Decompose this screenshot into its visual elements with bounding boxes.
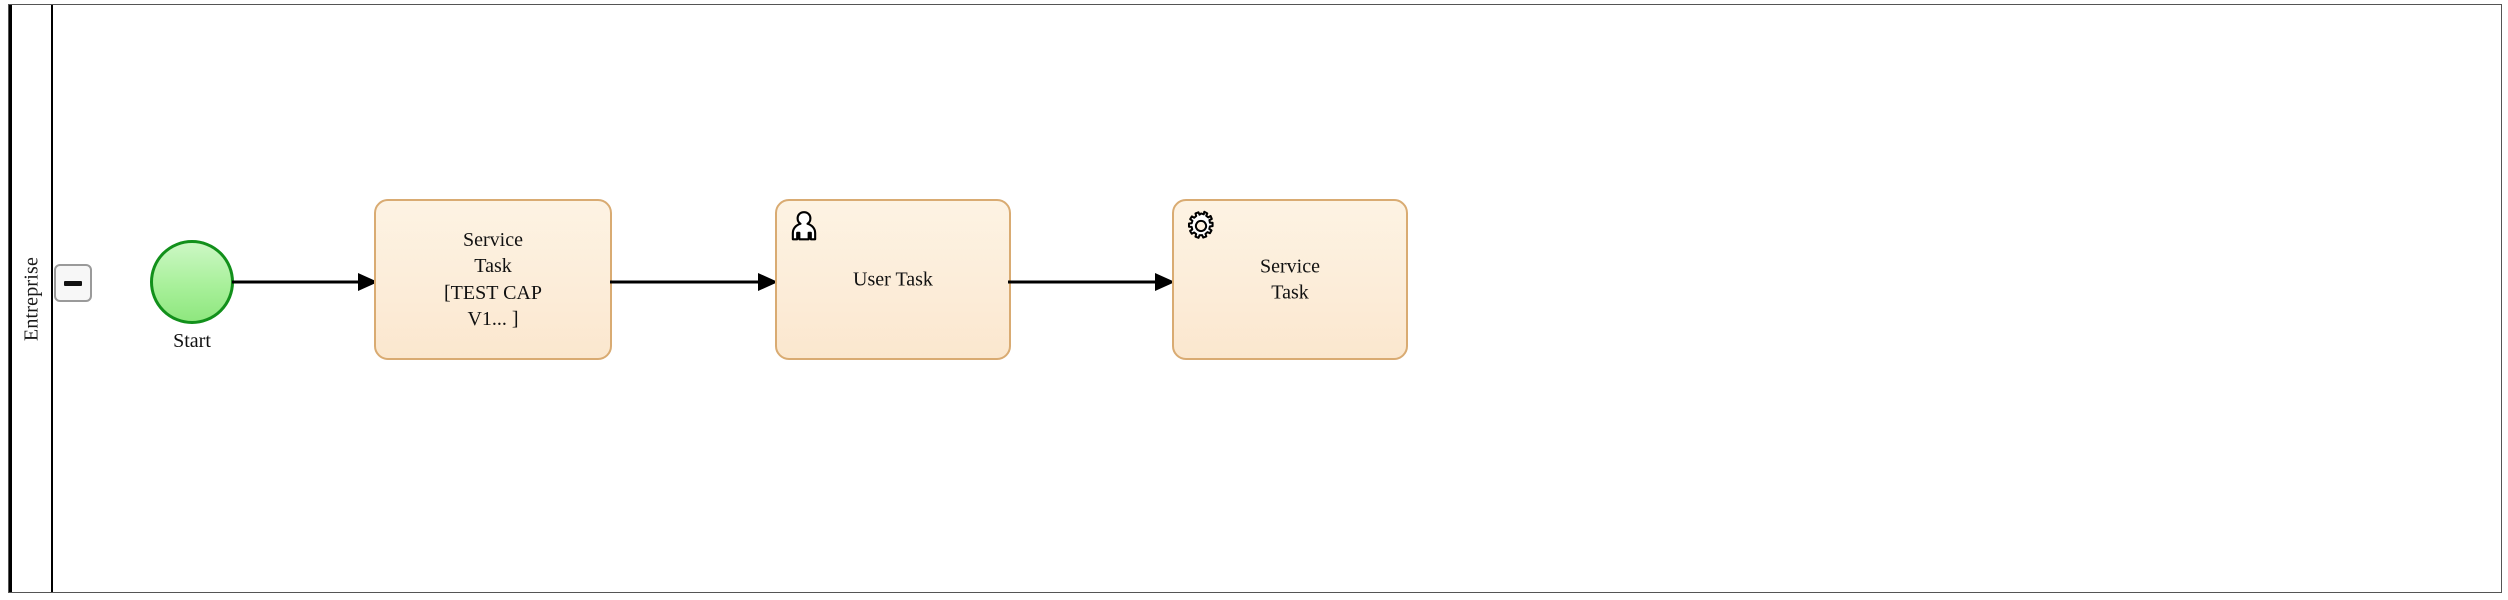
minus-icon [64,280,82,286]
task-label: Service Task [TEST CAP V1... ] [444,228,542,331]
start-event[interactable] [150,240,234,324]
gear-icon [1187,210,1214,239]
lane-header: Entreprise [9,5,53,592]
task-service-test-cap[interactable]: Service Task [TEST CAP V1... ] [374,199,612,360]
task-label: Service Task [1260,254,1320,304]
lane-collapse-button[interactable] [54,264,92,302]
start-event-label: Start [173,330,211,352]
lane-label: Entreprise [20,256,42,341]
task-service[interactable]: Service Task [1172,199,1408,360]
task-user[interactable]: User Task [775,199,1011,360]
task-label: User Task [853,268,933,291]
user-icon [791,211,817,241]
